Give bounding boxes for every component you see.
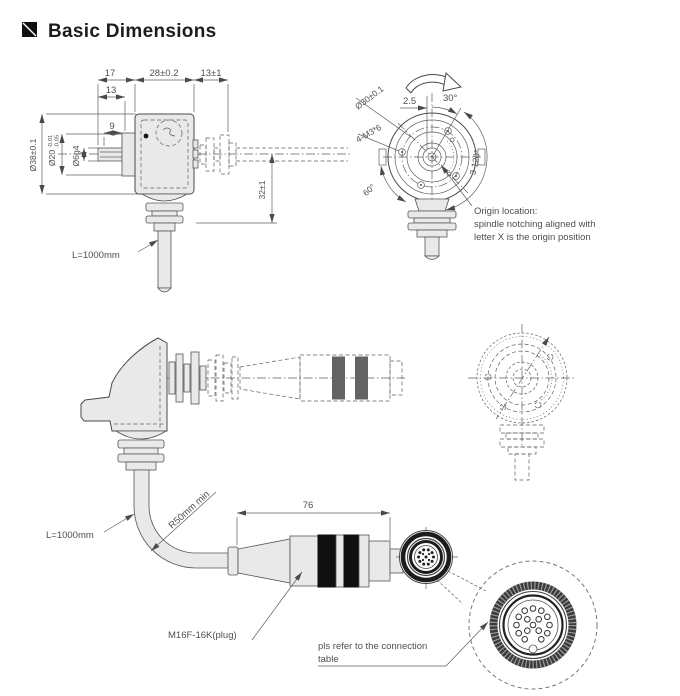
dim-32-label: 32±1 [257,180,267,199]
body-connector-rings [192,134,348,175]
dia-20-tol-lower: -0.05 [55,135,61,148]
dim-9-label: 9 [109,121,114,132]
front-view-mount [407,198,457,260]
shaft [97,147,126,162]
dim-13-tol-label: 13±1 [200,68,221,79]
dia-20-label-group: Ø20 -0.01 -0.05 [47,135,61,166]
mating-connector-phantom [239,354,403,402]
profile-connector-rings [168,351,239,405]
cable-length-label-bottom: L=1000mm [46,530,94,541]
page-title: Basic Dimensions [48,21,216,42]
connector-face-magnified: pls refer to the connection table [318,560,598,690]
origin-note-line1: Origin location: [474,206,537,217]
dim-2-5-label: 2.5 [403,96,416,107]
plug-band-black [343,534,360,588]
plug-view [227,534,404,588]
angle-30-label: 30° [443,93,458,104]
keying-notch [528,644,538,654]
body-logo [155,119,183,147]
bend-radius-label: R50mm min [167,489,212,531]
dim-13-label: 13 [106,85,117,96]
cable-bend-view: L=1000mm R50mm min 76 M16F-16K(plug) [46,469,404,641]
encoder-body [134,113,195,195]
body-screw [143,133,149,139]
dimensions-top: 17 28±0.2 13±1 13 9 [97,68,229,146]
magnifier-circle [468,560,598,690]
cable [157,230,172,289]
rear-view-mount [499,424,545,481]
plug-label: M16F-16K(plug) [168,630,237,641]
profile-view [80,337,405,471]
connection-note-line2: table [318,654,339,665]
origin-note-line2: spindle notching aligned with [474,219,595,230]
connector-band [332,356,345,400]
angle-120-label: 3-120° [468,149,483,176]
header: Basic Dimensions [22,21,216,42]
knurled-ring [489,581,577,669]
dim-76-label: 76 [303,500,314,511]
cable-length-label: L=1000mm [72,250,120,261]
shaft-face [422,147,442,167]
dim-28-label: 28±0.2 [150,68,179,79]
profile-mount [114,430,168,471]
dimension-32: 32±1 [196,154,277,224]
thread-label: 4-M3*6 [354,122,383,145]
mounting-screws [398,127,460,189]
dia-6-label: Ø6g4 [71,145,81,166]
dia-20-tol-upper: -0.01 [48,135,54,148]
plug-band-black [317,534,337,588]
cable-length-callout: L=1000mm [72,239,159,261]
connection-note: pls refer to the connection table [318,621,489,667]
dia-20-label: Ø20 [47,150,57,166]
dia-38-label: Ø38±0.1 [28,138,38,171]
side-view: 17 28±0.2 13±1 13 9 Ø38±0.1 Ø20 -0.01 [28,68,352,293]
origin-note: Origin location: spindle notching aligne… [440,164,595,243]
connector-band [355,356,368,400]
small-face-pins [417,548,435,566]
dimensions-left: Ø38±0.1 Ø20 -0.01 -0.05 Ø6g4 [28,113,140,195]
shaft-boss [121,132,136,177]
rotation-arrow-icon [405,71,463,94]
encoder-profile-body [80,337,168,432]
connector-face-small [396,527,487,605]
rear-view-phantom [468,324,576,481]
cable-mount [140,193,189,293]
magnified-pins [513,605,553,643]
connection-note-line1: pls refer to the connection [318,641,427,652]
dim-17-label: 17 [105,68,116,79]
angle-60-label: 60° [361,182,377,198]
front-view: 30° 2.5 Ø30±0.1 4-M3*6 60° 3-120° [353,71,595,260]
origin-note-line3: letter X is the origin position [474,232,591,243]
